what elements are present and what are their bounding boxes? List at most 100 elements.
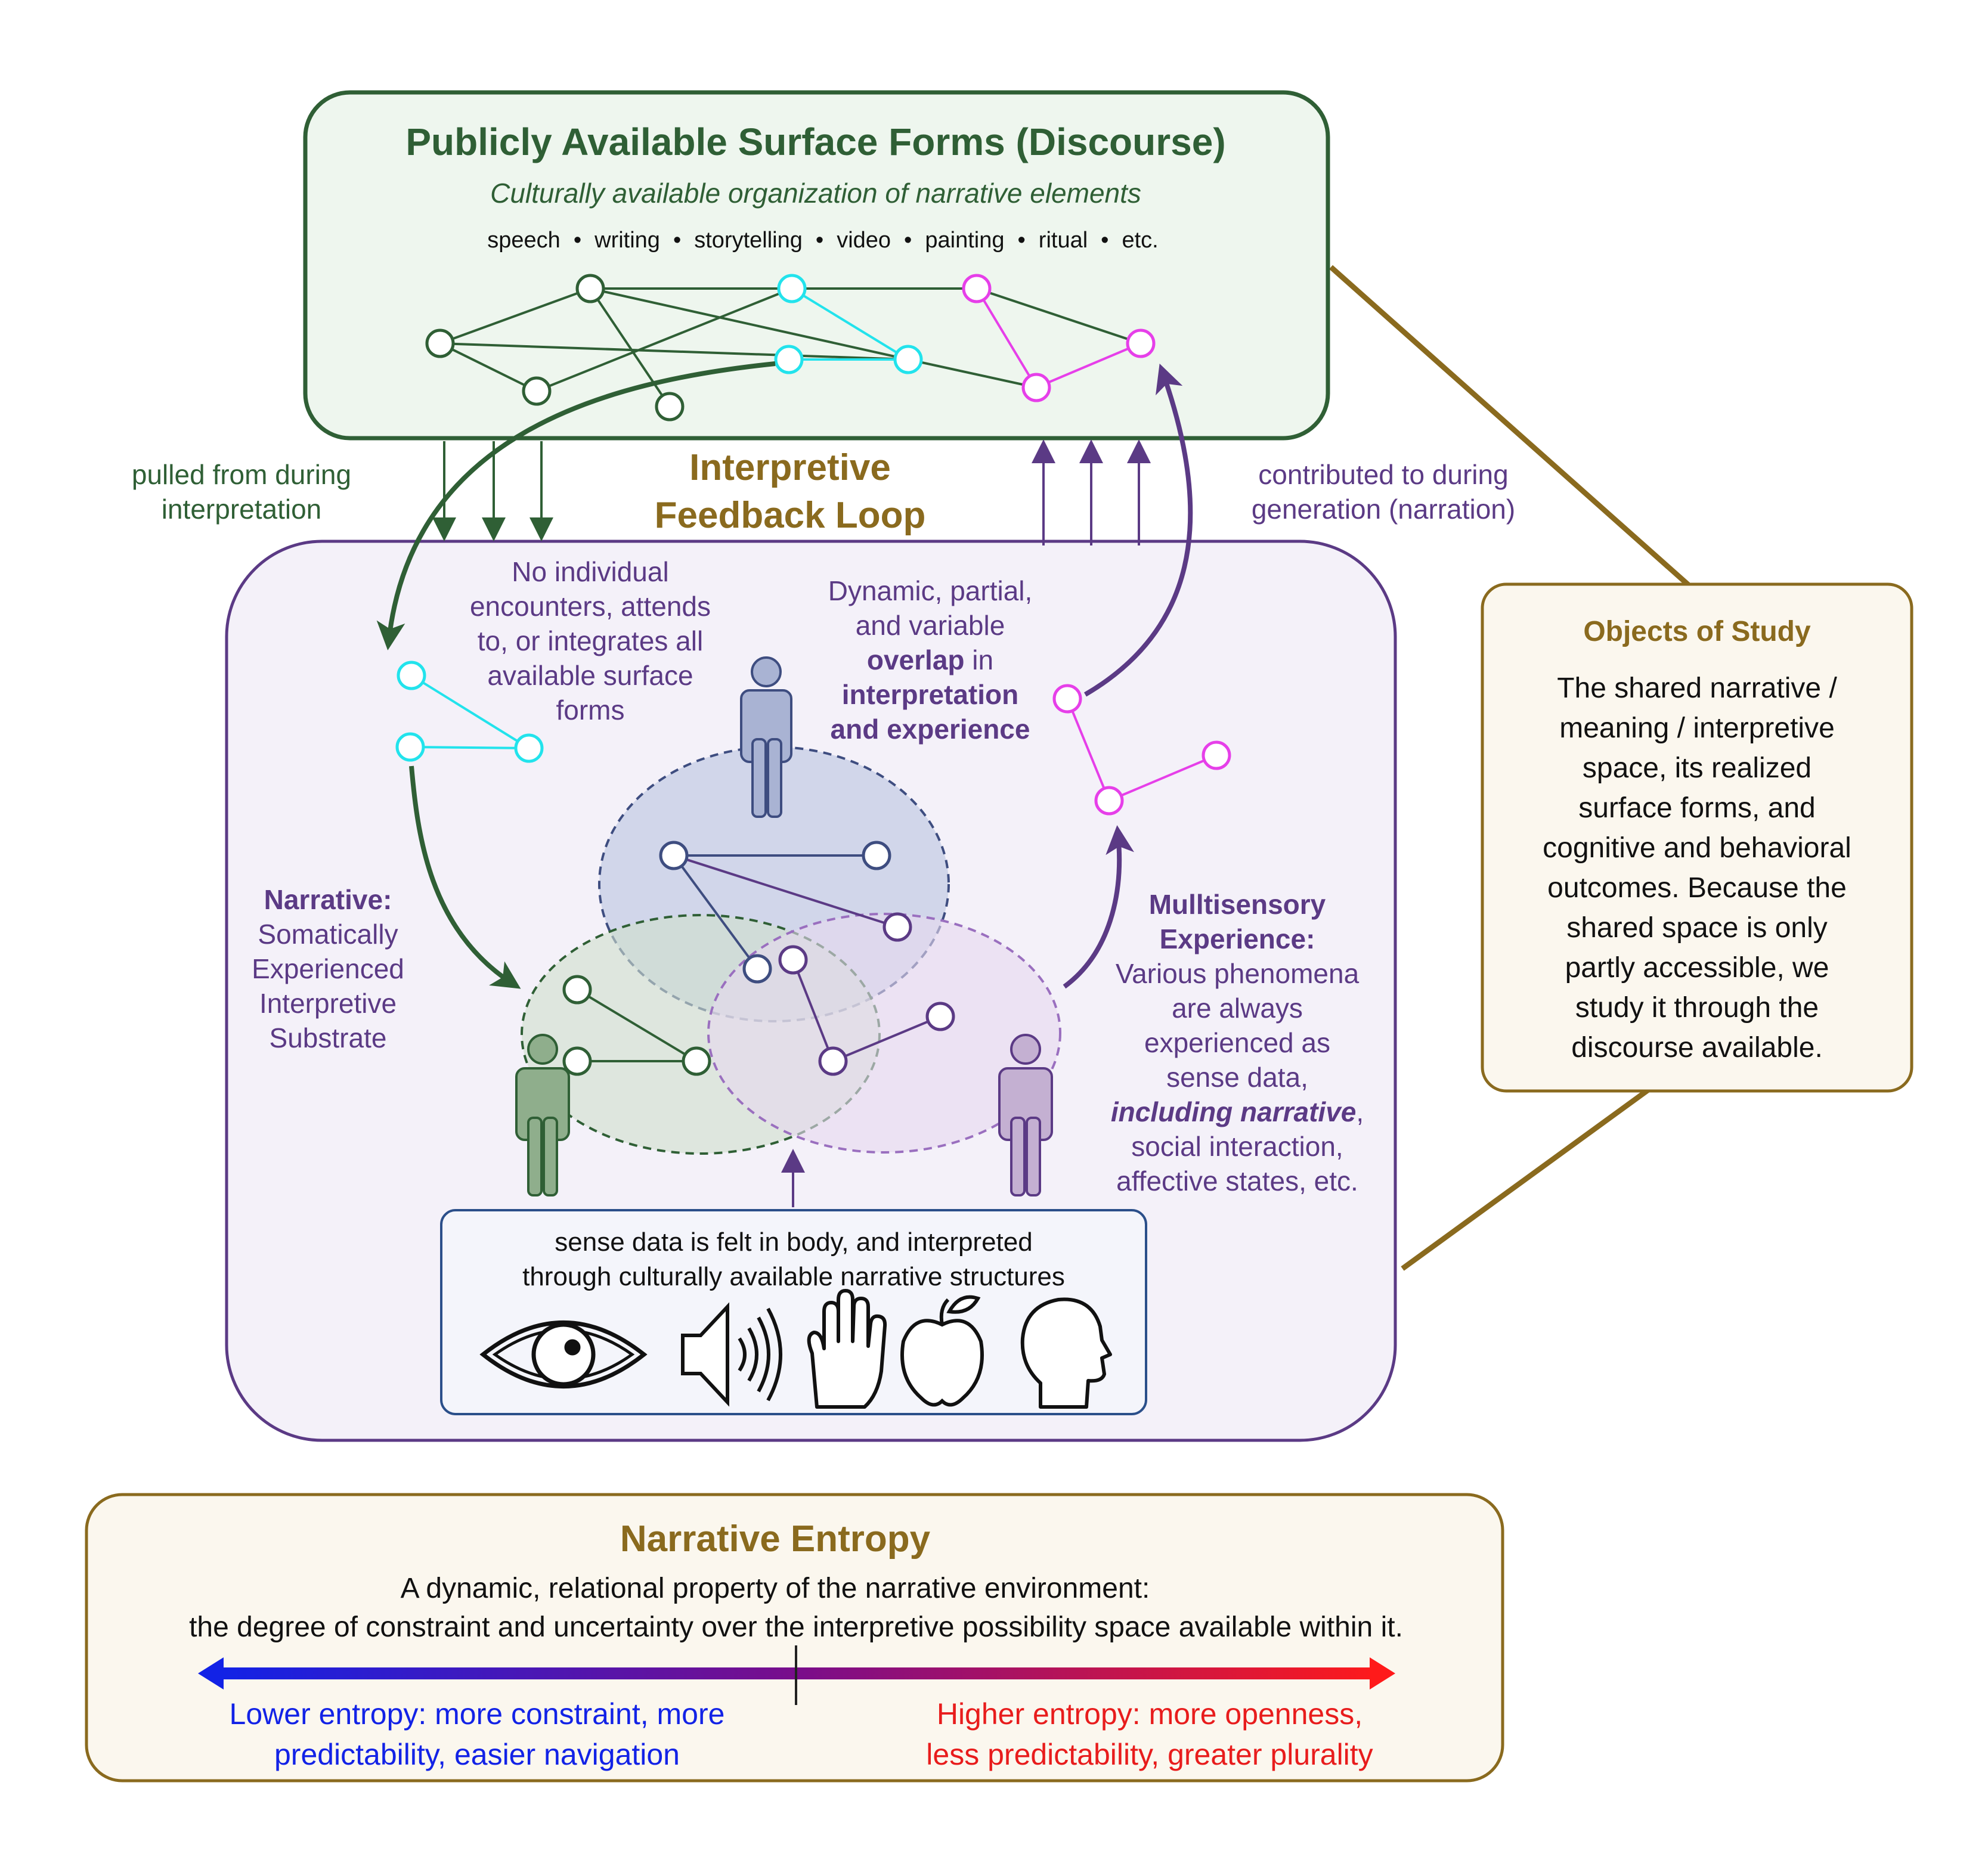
network-node <box>893 345 923 374</box>
multisensory-label: Mulltisensory Experience: Various phenom… <box>1111 889 1364 1196</box>
narrative-line: Somatically <box>258 919 398 950</box>
separator: • <box>1017 228 1025 253</box>
network-node <box>1094 786 1124 816</box>
entropy-high-label: Higher entropy: more openness, <box>937 1697 1363 1731</box>
no-individual-line: available surface <box>487 660 693 691</box>
discourse-nodes <box>425 274 1156 421</box>
loop-title-line2: Feedback Loop <box>655 495 926 536</box>
form-speech: speech <box>487 228 561 253</box>
form-storytelling: storytelling <box>694 228 803 253</box>
network-node <box>395 732 425 762</box>
entropy-low-label: Lower entropy: more constraint, more <box>230 1697 725 1731</box>
entropy-title: Narrative Entropy <box>620 1518 931 1560</box>
network-node <box>1202 740 1231 770</box>
overlap-line: and experience <box>831 714 1030 745</box>
objects-line: cognitive and behavioral <box>1543 832 1851 864</box>
person-icon-purple <box>998 1034 1053 1196</box>
overlap-line: interpretation <box>842 679 1018 710</box>
no-individual-line: forms <box>556 695 625 726</box>
network-node <box>562 1046 592 1076</box>
multisensory-line: experienced as <box>1144 1027 1330 1058</box>
overlap-emph: overlap <box>867 644 965 675</box>
multisensory-line: social interaction, <box>1131 1131 1343 1162</box>
form-painting: painting <box>925 228 1004 253</box>
objects-line: discourse available. <box>1571 1032 1823 1064</box>
network-node <box>659 841 689 870</box>
objects-title: Objects of Study <box>1583 616 1811 647</box>
speaker-icon <box>681 1302 782 1407</box>
multisensory-line: are always <box>1172 993 1303 1024</box>
network-node <box>1126 328 1156 358</box>
objects-line: The shared narrative / <box>1557 672 1837 704</box>
form-video: video <box>837 228 891 253</box>
overlap-line: Dynamic, partial, <box>828 575 1033 606</box>
entropy-line: A dynamic, relational property of the na… <box>401 1573 1150 1604</box>
narrative-line: Substrate <box>270 1022 387 1053</box>
network-node <box>1021 373 1051 402</box>
narrative-substrate-label: Narrative: Somatically Experienced Inter… <box>252 884 404 1053</box>
separator: • <box>816 228 823 253</box>
head-icon <box>1020 1297 1112 1409</box>
network-node <box>425 328 455 358</box>
pull-curve-arrow-2 <box>409 765 521 989</box>
shared-interpretation-network <box>562 841 955 1076</box>
network-node <box>742 954 772 984</box>
network-node <box>655 392 685 421</box>
form-etc: etc. <box>1122 228 1158 253</box>
sense-data-box: sense data is felt in body, and interpre… <box>440 1209 1147 1415</box>
no-individual-line: to, or integrates all <box>478 625 703 656</box>
network-node <box>925 1002 955 1031</box>
contribute-curve-arrow-2 <box>1063 825 1135 989</box>
contributed-arrows <box>1032 439 1151 545</box>
separator: • <box>574 228 581 253</box>
no-individual-line: encounters, attends <box>470 591 711 622</box>
network-node <box>522 376 552 406</box>
pull-curve-arrow <box>376 361 776 650</box>
entropy-line: the degree of constraint and uncertainty… <box>189 1611 1403 1643</box>
discourse-box: Publicly Available Surface Forms (Discou… <box>303 90 1330 441</box>
multisensory-title: Mulltisensory <box>1149 889 1326 920</box>
narrative-title: Narrative: <box>264 884 392 915</box>
apple-icon <box>900 1295 984 1407</box>
objects-line: study it through the <box>1575 992 1819 1024</box>
multisensory-line: sense data, <box>1166 1062 1308 1093</box>
objects-line: surface forms, and <box>1578 792 1816 824</box>
overlap-line: and variable <box>856 610 1005 641</box>
objects-line: partly accessible, we <box>1565 952 1829 984</box>
contribute-curve-arrow <box>1083 363 1193 697</box>
network-node <box>682 1046 711 1076</box>
sense-line: sense data is felt in body, and interpre… <box>555 1227 1032 1257</box>
discourse-forms: speech•writing•storytelling•video•painti… <box>487 228 1158 253</box>
network-node <box>777 274 807 303</box>
overlap-tail: in <box>965 644 994 675</box>
discourse-subtitle: Culturally available organization of nar… <box>490 178 1141 209</box>
narrative-line: Interpretive <box>259 988 397 1019</box>
no-individual-line: No individual <box>512 556 668 587</box>
objects-of-study-box: Objects of Study The shared narrative / … <box>1481 582 1913 1093</box>
pulled-label-line1: pulled from during <box>132 459 351 490</box>
objects-line: outcomes. Because the <box>1547 872 1847 904</box>
eye-icon <box>479 1320 648 1388</box>
objects-connector-top <box>1329 265 1693 590</box>
network-node <box>962 274 992 303</box>
entropy-high-label: less predictability, greater plurality <box>926 1738 1373 1771</box>
contributed-fragment-network <box>1052 684 1231 816</box>
multisensory-emph: including narrative <box>1111 1096 1357 1127</box>
entropy-low-label: predictability, easier navigation <box>274 1738 680 1771</box>
network-node <box>514 733 544 763</box>
person-icon-blue <box>740 656 792 818</box>
pulled-arrows <box>432 441 553 541</box>
multisensory-title: Experience: <box>1160 923 1315 954</box>
network-node <box>882 912 912 942</box>
network-node <box>562 975 592 1005</box>
objects-line: space, its realized <box>1583 752 1812 784</box>
separator: • <box>904 228 912 253</box>
network-node <box>778 945 808 975</box>
network-node <box>818 1046 848 1076</box>
overlap-line: overlap in <box>867 644 993 675</box>
multisensory-line: Various phenomena <box>1116 958 1360 989</box>
network-node <box>397 661 426 690</box>
pulled-fragment-network <box>395 661 544 763</box>
no-individual-note: No individual encounters, attends to, or… <box>470 556 711 726</box>
objects-connector-bottom <box>1401 1085 1653 1271</box>
